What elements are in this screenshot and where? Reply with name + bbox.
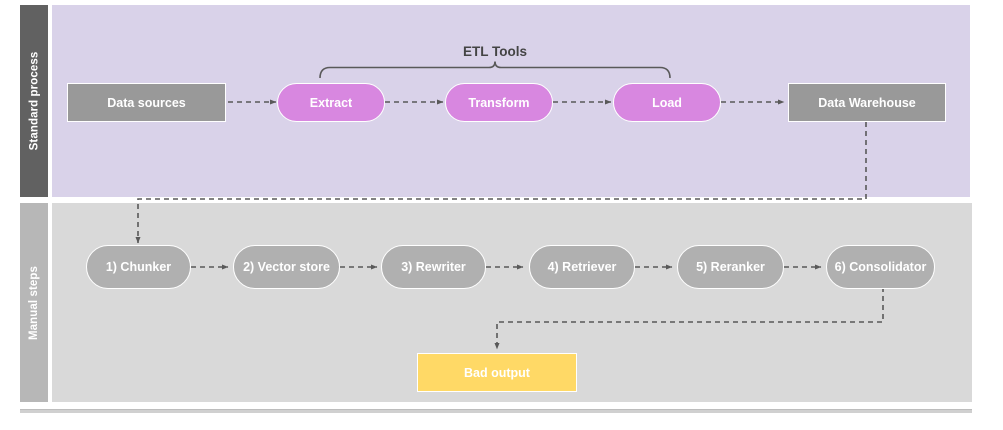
node-chunker[interactable]: 1) Chunker: [86, 245, 191, 289]
lane-standard-process-label: Standard process: [28, 51, 40, 151]
lane-manual-steps-label: Manual steps: [28, 265, 40, 340]
node-bad-output[interactable]: Bad output: [417, 353, 577, 392]
node-data-sources[interactable]: Data sources: [67, 83, 226, 122]
lane-standard-process-header: Standard process: [20, 5, 48, 197]
node-vector-store[interactable]: 2) Vector store: [233, 245, 340, 289]
etl-tools-label: ETL Tools: [463, 44, 527, 59]
node-reranker[interactable]: 5) Reranker: [677, 245, 784, 289]
bottom-divider-rule: [20, 409, 972, 413]
node-retriever[interactable]: 4) Retriever: [529, 245, 635, 289]
lane-manual-steps-header: Manual steps: [20, 203, 48, 402]
node-rewriter[interactable]: 3) Rewriter: [381, 245, 486, 289]
node-consolidator[interactable]: 6) Consolidator: [826, 245, 935, 289]
node-data-warehouse[interactable]: Data Warehouse: [788, 83, 946, 122]
node-extract[interactable]: Extract: [277, 83, 385, 122]
node-transform[interactable]: Transform: [445, 83, 553, 122]
node-load[interactable]: Load: [613, 83, 721, 122]
